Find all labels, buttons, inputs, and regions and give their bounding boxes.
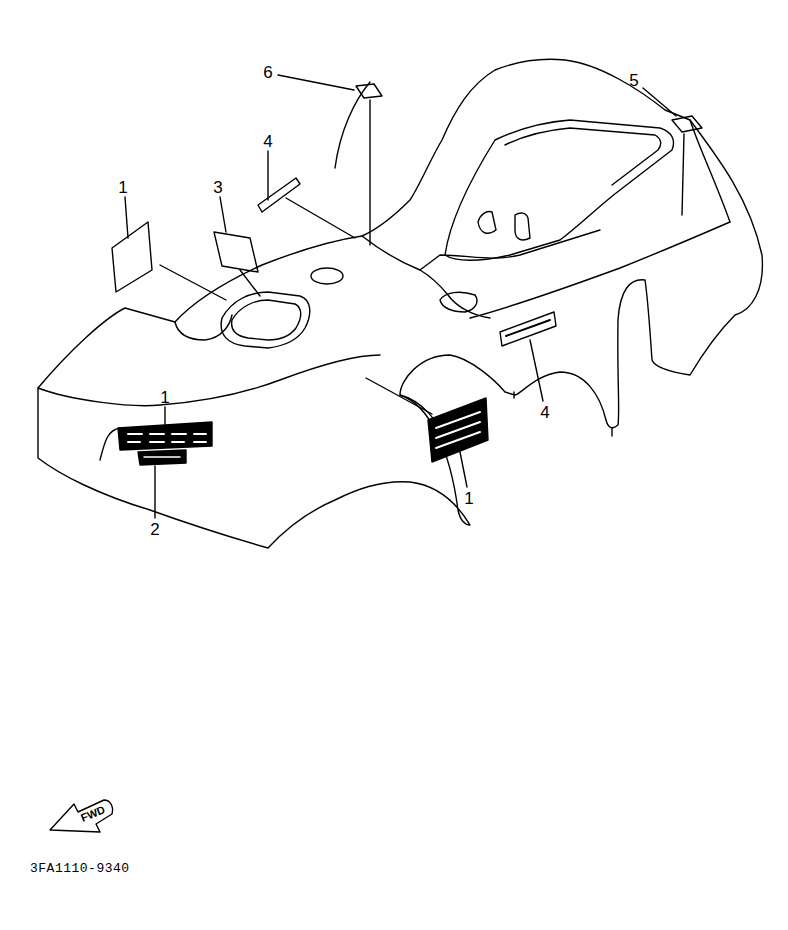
fender-detail [420, 230, 600, 270]
decal-strip [112, 222, 152, 292]
leader-line [267, 151, 268, 200]
fender-detail [38, 355, 380, 406]
leader-line [125, 197, 128, 238]
leader-line [366, 378, 432, 414]
leader-line [240, 270, 260, 296]
seat-recess [221, 292, 310, 348]
seat-recess [232, 300, 301, 340]
decal [356, 84, 382, 98]
model-decal [500, 312, 556, 346]
callout-number: 5 [629, 72, 638, 89]
fender-detail [478, 212, 496, 234]
fender-detail [690, 120, 730, 222]
drawing-number: 3FA1110-9340 [30, 862, 130, 875]
mount-tab [611, 428, 612, 436]
callout-number: 1 [160, 389, 169, 406]
fender-detail [362, 236, 490, 318]
leader-line [460, 452, 467, 487]
decal-strip [258, 178, 300, 212]
leader-line [164, 407, 165, 425]
brand-decal [428, 398, 488, 462]
leader-line [643, 88, 676, 116]
callout-number: 1 [118, 179, 127, 196]
fender-detail [175, 315, 232, 340]
arrow-text: FWD [79, 804, 106, 824]
callout-number: 4 [263, 133, 272, 150]
leader-line [286, 198, 355, 238]
callout-number: 4 [540, 404, 549, 421]
fuel-cap-hole [311, 268, 343, 284]
brand-decal [118, 422, 212, 465]
fender-detail [515, 213, 530, 240]
decal [672, 116, 702, 132]
leader-line [154, 466, 155, 518]
leader-line [530, 340, 543, 401]
cargo-deck [505, 128, 661, 185]
callout-number: 2 [150, 521, 159, 538]
leader-line [220, 197, 226, 232]
leader-line [160, 265, 226, 300]
leader-line [369, 100, 370, 245]
fender-detail [335, 82, 370, 168]
fender-detail [100, 428, 120, 460]
forward-arrow [50, 800, 113, 832]
leader-line [278, 75, 354, 90]
fender-detail [513, 392, 514, 398]
cargo-deck [445, 120, 674, 260]
callout-number: 6 [263, 64, 272, 81]
fender-detail [470, 222, 730, 318]
decal [214, 232, 258, 272]
callout-number: 3 [213, 179, 222, 196]
fender-detail [440, 292, 477, 312]
callout-number: 1 [464, 490, 473, 507]
fender-outline [38, 59, 762, 548]
leader-line [682, 134, 684, 215]
